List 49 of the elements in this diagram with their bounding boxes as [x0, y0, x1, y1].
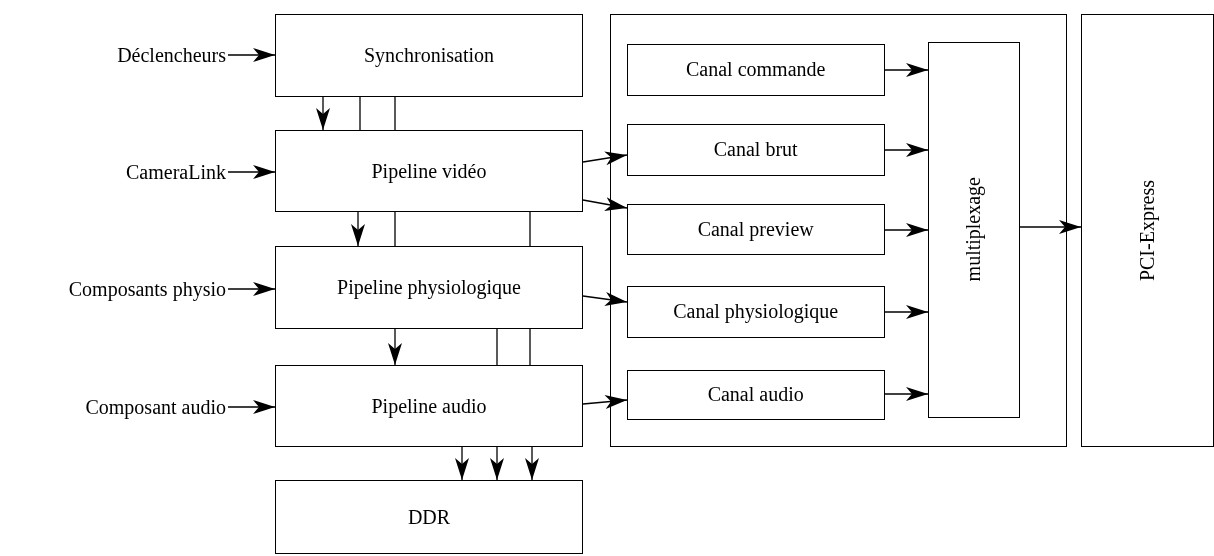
process-box	[1081, 14, 1214, 447]
arrow	[351, 211, 365, 247]
box-label: Pipeline physiologique	[337, 276, 521, 299]
process-box	[626, 285, 885, 338]
box-label: Synchronisation	[364, 44, 494, 67]
arrow	[227, 282, 276, 296]
arrow	[582, 197, 628, 211]
arrow	[582, 292, 628, 306]
arrow	[582, 151, 628, 166]
box-label: Pipeline vidéo	[371, 159, 487, 183]
box-label: Canal brut	[713, 138, 798, 162]
arrow	[884, 143, 929, 157]
process-box	[275, 130, 583, 212]
box-label: Canal preview	[697, 217, 814, 241]
input-label: Composant audio	[85, 395, 226, 419]
input-label: Composants physio	[68, 277, 226, 301]
arrow	[884, 387, 929, 401]
process-box	[927, 41, 1020, 418]
process-box	[626, 123, 885, 176]
arrow	[490, 446, 504, 481]
arrow	[227, 48, 276, 62]
process-box	[626, 43, 885, 96]
arrow	[388, 328, 402, 366]
process-box	[275, 246, 583, 329]
arrow	[884, 63, 929, 77]
input-label: Déclencheurs	[117, 43, 226, 67]
process-box	[275, 14, 583, 97]
arrow	[582, 395, 628, 409]
input-label: CameraLink	[126, 160, 226, 184]
process-box	[626, 203, 885, 255]
process-box	[626, 369, 885, 420]
arrow	[525, 446, 539, 481]
box-label: multiplexage	[962, 177, 986, 282]
arrow	[1019, 220, 1082, 234]
box-label: Pipeline audio	[371, 394, 487, 418]
box-label: Canal commande	[686, 58, 826, 82]
arrow	[227, 165, 276, 179]
process-box	[275, 365, 583, 447]
box-label: Canal audio	[707, 383, 804, 407]
arrow	[884, 305, 929, 319]
arrow	[455, 446, 469, 481]
box-label: PCI-Express	[1136, 179, 1159, 282]
box-label: Canal physiologique	[673, 300, 839, 324]
arrow	[316, 96, 330, 131]
arrow	[227, 400, 276, 414]
box-label: DDR	[407, 505, 451, 529]
container-box	[610, 14, 1067, 447]
process-box	[275, 480, 583, 554]
arrow	[884, 223, 929, 237]
